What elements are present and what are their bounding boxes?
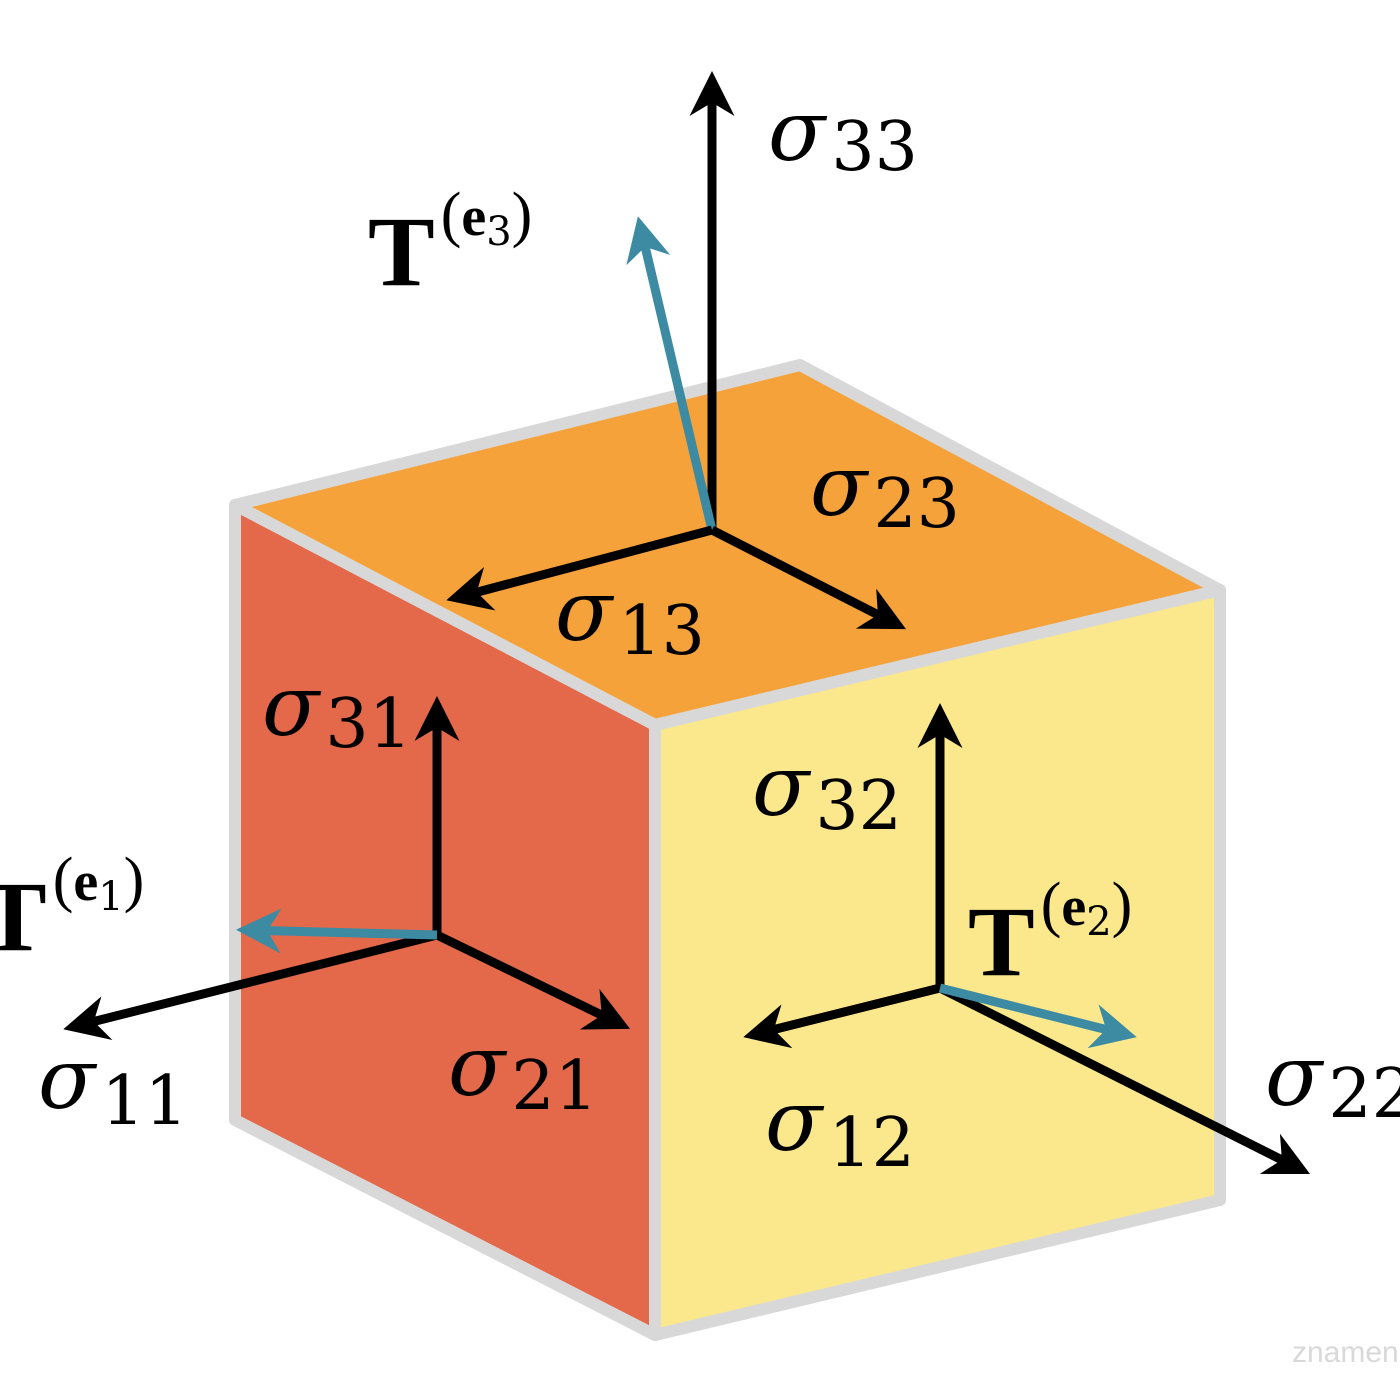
sigma-21-arrow	[435, 930, 631, 1030]
sigma-22-label: σ22	[1265, 1027, 1400, 1134]
traction-e1-label: T(e1)	[0, 846, 144, 972]
sigma-13-label: σ13	[555, 562, 705, 671]
sigma-11-label: σ11	[38, 1030, 188, 1141]
sigma-12-arrow	[743, 983, 942, 1049]
sigma-22-arrow	[937, 983, 1311, 1175]
sigma-33-label: σ33	[768, 82, 918, 187]
sigma-32-label: σ32	[752, 737, 902, 846]
sigma-23-arrow	[709, 525, 907, 630]
traction-e2-label: T(e2)	[968, 871, 1132, 997]
sigma-13-arrow	[446, 525, 714, 611]
sigma-12-label: σ12	[765, 1072, 915, 1183]
sigma-31-label: σ31	[262, 657, 412, 764]
traction-e3-arrow	[626, 216, 717, 532]
traction-e1-arrow	[236, 908, 438, 954]
sigma-23-label: σ23	[810, 437, 960, 544]
traction-e2-arrow	[938, 983, 1137, 1049]
sigma-11-arrow	[63, 930, 439, 1041]
sigma-21-label: σ21	[448, 1017, 598, 1126]
traction-e3-label: T(e3)	[368, 181, 532, 307]
watermark-text: znamen	[1292, 1336, 1399, 1369]
